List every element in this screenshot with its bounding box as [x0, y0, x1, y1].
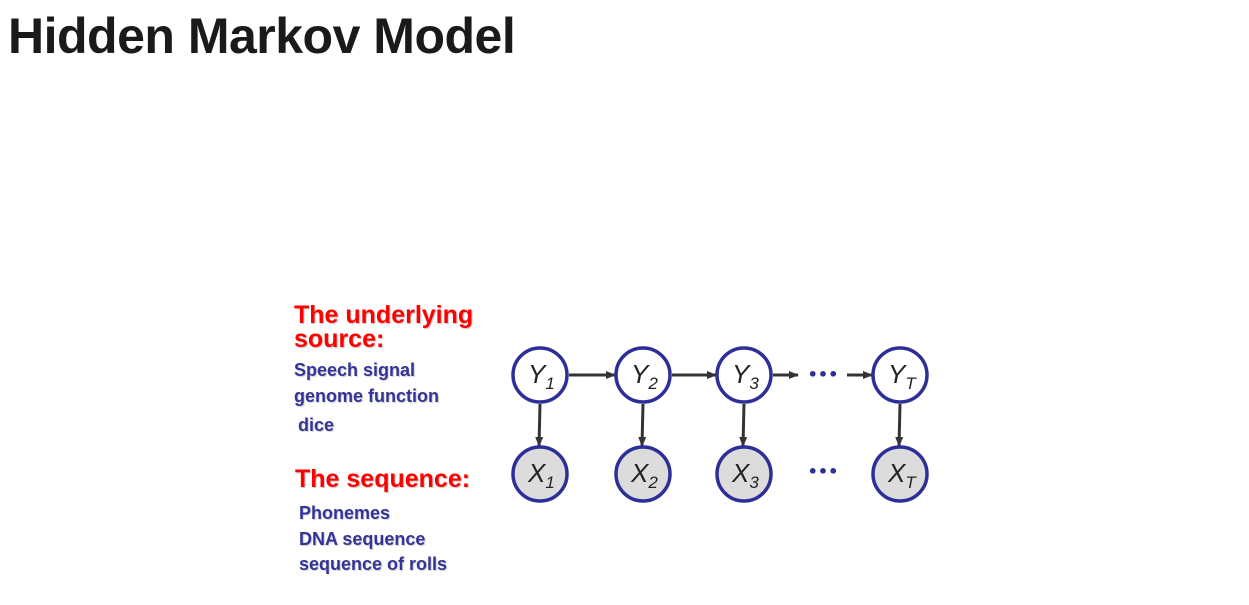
- hidden-ellipsis: •••: [808, 365, 839, 384]
- emission-arrow-1: [535, 403, 544, 447]
- observed-node-x2: X2: [614, 445, 672, 503]
- source-item-dice: dice: [298, 415, 335, 435]
- observed-node-x2-circle: [614, 445, 672, 503]
- sequence-heading: The sequence:: [295, 465, 471, 493]
- hidden-node-y3: Y3: [715, 346, 773, 404]
- observed-node-x3-circle: [715, 445, 773, 503]
- source-item-genome: genome function: [294, 386, 439, 406]
- source-heading-line1: The underlying: [294, 301, 474, 329]
- observed-node-x1: X1: [511, 445, 569, 503]
- emission-arrow-2: [638, 403, 647, 447]
- hidden-node-y2-circle: [614, 346, 672, 404]
- observed-node-xt-circle: [871, 445, 929, 503]
- hidden-node-y3-circle: [715, 346, 773, 404]
- observed-node-xt: XT: [871, 445, 929, 503]
- source-heading-line2: source:: [294, 325, 385, 353]
- sequence-item-phonemes: Phonemes: [299, 503, 391, 523]
- emission-arrow-4: [895, 403, 904, 447]
- source-item-speech: Speech signal: [294, 360, 416, 380]
- emission-arrow-3: [739, 403, 748, 447]
- observed-ellipsis: •••: [808, 462, 839, 481]
- observed-node-x3-label: X3: [731, 458, 759, 492]
- observed-node-x1-circle: [511, 445, 569, 503]
- hidden-node-y1-circle: [511, 346, 569, 404]
- hidden-node-yt-circle: [871, 346, 929, 404]
- hidden-node-y1: Y1: [511, 346, 569, 404]
- hidden-node-yt-label: YT: [888, 359, 917, 393]
- sequence-item-rolls: sequence of rolls: [299, 554, 448, 574]
- source-heading: The underlying source:: [294, 301, 474, 353]
- slide-title: Hidden Markov Model: [8, 8, 516, 64]
- sequence-item-dna: DNA sequence: [299, 529, 426, 549]
- hidden-node-yt: YT: [871, 346, 929, 404]
- hidden-node-y2: Y2: [614, 346, 672, 404]
- observed-node-x3: X3: [715, 445, 773, 503]
